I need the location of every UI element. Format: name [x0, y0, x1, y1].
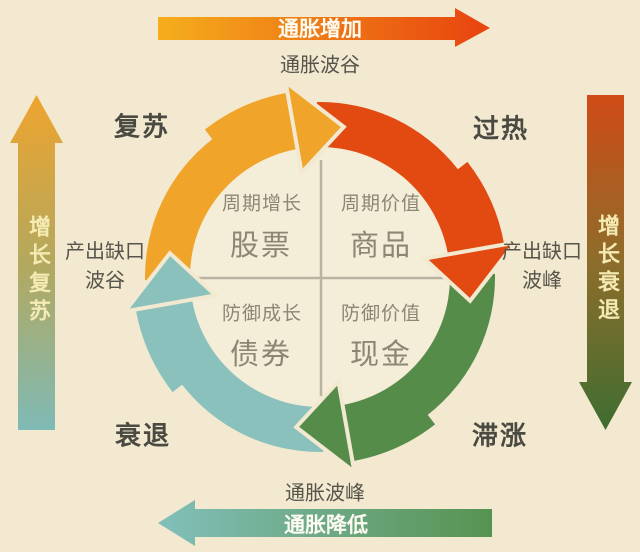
bottom-arrow-label: 通胀降低 — [284, 513, 368, 537]
quadrant-tr-style-label: 周期价值 — [340, 192, 422, 215]
top-arrow-label: 通胀增加 — [278, 17, 362, 41]
quadrant-bl-style-label: 防御成长 — [221, 302, 303, 325]
output-gap-trough-line2: 波谷 — [85, 268, 125, 292]
ring-arc-recovery — [144, 92, 298, 281]
quadrant-tl-style-label: 周期增长 — [221, 192, 303, 215]
phase-stagflation-label: 滞涨 — [471, 421, 529, 452]
ring-arc-stagflation-arrowhead — [293, 377, 358, 477]
inflation-peak-label: 通胀波峰 — [285, 480, 365, 505]
output-gap-trough-annotation: 产出缺口 波谷 — [65, 237, 145, 295]
right-growth-arrow — [579, 95, 632, 430]
bottom-inflation-arrow — [158, 500, 492, 546]
ring-arc-recession — [135, 299, 324, 453]
inflation-trough-label: 通胀波谷 — [280, 52, 360, 77]
phase-recovery-label: 复苏 — [113, 112, 171, 143]
investment-clock-ring — [120, 77, 520, 477]
ring-arc-stagflation — [342, 273, 496, 462]
quadrant-bl-asset-label: 债券 — [229, 337, 293, 371]
output-gap-trough-line1: 产出缺口 — [65, 239, 145, 263]
quadrant-tl-asset-label: 股票 — [229, 228, 293, 262]
ring-arc-overheat — [316, 101, 505, 255]
quadrant-br-style-label: 防御价值 — [340, 302, 422, 325]
output-gap-peak-annotation: 产出缺口 波峰 — [502, 237, 582, 295]
quadrant-tr-asset-label: 商品 — [349, 228, 413, 262]
ring-arc-recession-arrowhead — [120, 250, 220, 315]
left-axis-growth-recovery-label: 增长复苏 — [25, 215, 50, 327]
quadrant-br-asset-label: 现金 — [349, 337, 413, 371]
left-growth-arrow — [10, 95, 63, 430]
right-axis-growth-decline-label: 增长衰退 — [594, 214, 619, 326]
phase-recession-label: 衰退 — [114, 421, 172, 452]
output-gap-peak-line1: 产出缺口 — [502, 239, 582, 263]
phase-overheat-label: 过热 — [472, 114, 530, 145]
top-inflation-arrow — [158, 8, 490, 47]
ring-arc-overheat-arrowhead — [420, 239, 520, 304]
ring-arc-recovery-arrowhead — [282, 77, 347, 177]
output-gap-peak-line2: 波峰 — [522, 268, 562, 292]
